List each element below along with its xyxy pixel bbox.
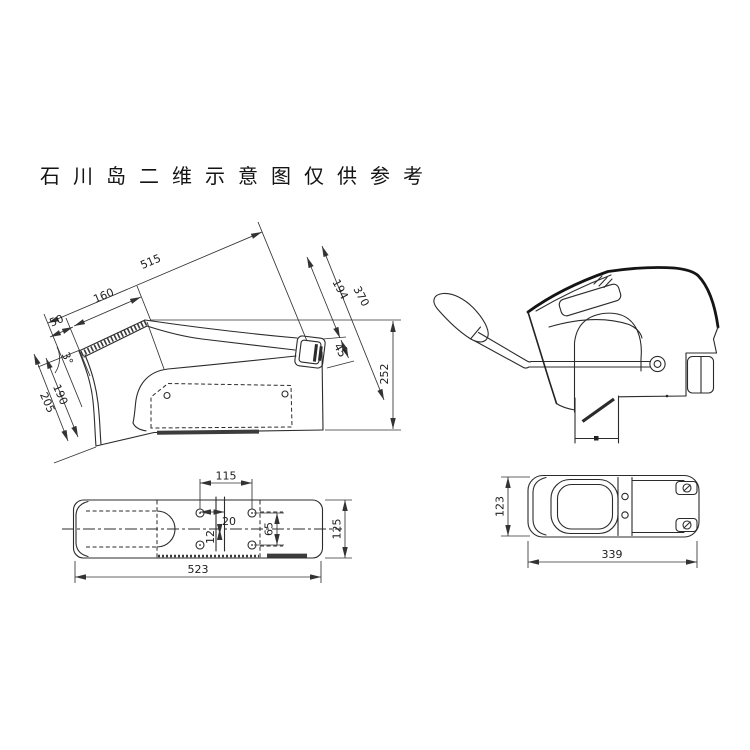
bottom-edge	[95, 429, 324, 447]
screw-bottom-slot	[683, 521, 691, 529]
left-wall-outer	[78, 350, 97, 447]
dim-line-370	[321, 245, 385, 401]
ext-line	[326, 360, 355, 369]
dim-label-125: 125	[331, 519, 344, 540]
ext-line	[322, 336, 347, 340]
wrist-arc-hook	[132, 422, 147, 432]
ext-line	[257, 221, 308, 342]
grip-cap-line	[469, 326, 482, 340]
clip-top	[675, 480, 698, 496]
shell-tick	[598, 276, 608, 287]
pod-outer-shell	[526, 266, 720, 329]
peak-fold-line	[146, 321, 165, 370]
side-top-edge	[78, 319, 146, 352]
lower-body-top-edge	[167, 355, 297, 370]
dim-label-50: 50	[48, 312, 66, 329]
lever-grip	[433, 292, 489, 343]
dim-label-115: 115	[216, 470, 237, 483]
dim-line-50	[49, 326, 74, 338]
front-slant-bar	[581, 397, 615, 423]
shell-tick	[593, 275, 603, 285]
interior-sweep-curve	[548, 319, 643, 339]
pivot-boss-inner	[653, 360, 662, 368]
dim-label-523: 523	[188, 563, 209, 576]
lever-shaft-top	[477, 331, 532, 363]
dim-label-194: 194	[329, 277, 350, 302]
dim-line-160	[73, 296, 142, 327]
armrest-left-cap-inner	[532, 476, 547, 536]
pod-front-curve	[555, 402, 576, 411]
clip-bottom	[675, 517, 698, 533]
ext-line	[53, 446, 97, 464]
band-hole-bottom	[621, 511, 629, 519]
mount-plate-hidden-outline	[150, 382, 293, 429]
mount-hole-right	[281, 390, 289, 398]
pivot-boss-outer	[649, 355, 666, 373]
pad-contour-inner	[556, 483, 614, 530]
side-elevation-view: 515 160 50 3° 190 205 194 370 45 252	[33, 221, 401, 464]
dim-label-160: 160	[91, 286, 115, 306]
screw-top-slot	[683, 484, 691, 492]
side-top-edge-inner	[83, 325, 148, 358]
pivot-dome	[573, 312, 642, 413]
screw-bottom	[682, 520, 692, 530]
grip-hatch-band	[80, 320, 148, 357]
dim-label-65: 65	[263, 522, 276, 536]
front-box-dim-mark	[594, 436, 599, 441]
armrest-plan-view: 123 339	[494, 474, 700, 568]
dim-label-12: 12	[204, 530, 217, 544]
dim-line-205	[33, 353, 69, 442]
lever-shaft-bottom	[473, 339, 530, 369]
top-plate	[558, 283, 622, 317]
dim-label-370: 370	[350, 284, 371, 309]
pod-shell-inner-line	[535, 274, 612, 312]
arm-lower-line	[146, 325, 296, 351]
pod-right-edge	[712, 326, 719, 354]
sheet-title: 石川岛二维示意图仅供参考	[40, 164, 436, 188]
dim-line-515	[47, 231, 263, 324]
dim-label-123: 123	[494, 496, 507, 517]
screw-top	[682, 483, 692, 493]
dim-label-339: 339	[602, 548, 623, 561]
left-wall-inner	[84, 354, 102, 445]
base-plan-view: 115 20 12 65 125 523	[62, 470, 352, 583]
right-step	[685, 352, 718, 397]
perspective-view	[433, 266, 720, 444]
band-hole-top	[621, 492, 629, 501]
dim-line-194	[306, 256, 341, 339]
bolt-hole	[195, 540, 205, 550]
pod-left-edge	[527, 311, 558, 405]
dim-label-20: 20	[222, 515, 236, 528]
dim-label-45: 45	[331, 341, 349, 359]
armrest-outline	[527, 474, 700, 538]
end-bracket	[294, 335, 326, 369]
bottom-mark	[665, 394, 669, 398]
bracket-inner	[298, 339, 322, 365]
mount-hole-left	[163, 391, 171, 400]
dim-label-angle: 3°	[59, 350, 76, 367]
dim-label-515: 515	[138, 252, 162, 272]
wrist-arc	[132, 368, 169, 424]
pod-bottom-edge	[617, 395, 687, 398]
bracket-clamp-bar	[312, 344, 318, 362]
dim-line-45	[340, 339, 349, 359]
dim-label-252: 252	[378, 364, 391, 385]
bottom-pad-strip	[156, 429, 260, 435]
base-left-cap-inner	[75, 500, 89, 558]
ext-line	[136, 285, 152, 322]
arm-upper-line	[144, 319, 298, 339]
bracket-clamp-bar2	[318, 346, 323, 361]
